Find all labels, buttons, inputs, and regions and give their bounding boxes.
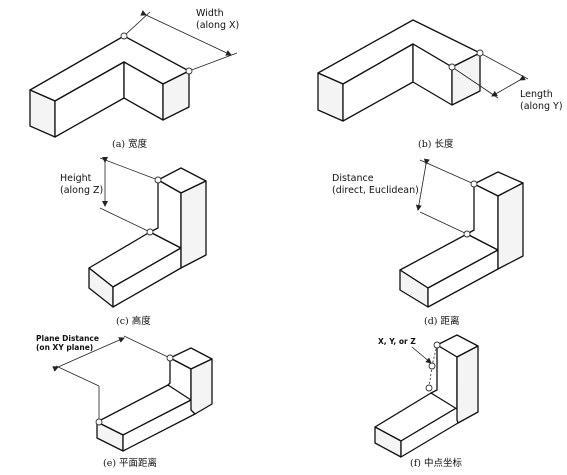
label-line-1: Height [60, 173, 92, 184]
label-line-1: Distance [332, 173, 374, 184]
label-line-1: X, Y, or Z [378, 337, 416, 346]
measure-point [120, 32, 128, 40]
measure-point [463, 230, 471, 238]
caption-d: (d) 距离 [424, 315, 460, 327]
caption-e: (e) 平面距离 [103, 457, 157, 469]
label-line-1: Plane Distance [36, 334, 99, 343]
measure-point [146, 228, 154, 236]
length-dimension: Length (along Y) [448, 49, 563, 112]
l-shape-a [29, 35, 190, 138]
panel-f: X, Y, or Z (f) 中点坐标 [374, 334, 479, 469]
l-shape-d [399, 171, 524, 308]
panel-c: Height (along Z) (c) 高度 [60, 157, 207, 327]
measure-point [470, 180, 478, 188]
panel-b: Length (along Y) (b) 长度 [317, 19, 563, 150]
width-dimension: Width (along X) [120, 8, 239, 75]
caption-f: (f) 中点坐标 [410, 457, 462, 469]
label-line-2: (along Z) [60, 185, 103, 196]
label-line-1: Width [196, 8, 224, 19]
panel-a: Width (along X) (a) 宽度 [29, 8, 239, 150]
measure-point [476, 49, 484, 57]
plane-distance-dimension: Plane Distance (on XY plane) [36, 334, 174, 426]
l-shape-b [317, 19, 481, 122]
l-shape-e [96, 347, 213, 452]
panel-d: Distance (direct, Euclidean) (d) 距离 [332, 158, 524, 327]
midpoint-dimension: X, Y, or Z [378, 337, 441, 392]
label-line-2: (along Y) [520, 101, 563, 112]
panel-e: Plane Distance (on XY plane) (e) 平面距离 [36, 334, 213, 469]
measure-point [448, 63, 456, 71]
label-line-2: (direct, Euclidean) [332, 185, 419, 196]
caption-c: (c) 高度 [116, 315, 151, 327]
label-line-2: (on XY plane) [36, 343, 93, 352]
caption-b: (b) 长度 [418, 138, 454, 150]
label-line-2: (along X) [196, 20, 239, 31]
height-dimension: Height (along Z) [60, 157, 162, 236]
midpoint [428, 362, 436, 370]
measure-point [154, 176, 162, 184]
measure-point [166, 354, 174, 362]
distance-dimension: Distance (direct, Euclidean) [332, 158, 478, 238]
measure-point [95, 418, 103, 426]
measure-point [433, 341, 441, 349]
l-shape-c [88, 167, 207, 308]
l-shape-f [374, 334, 479, 458]
label-line-1: Length [520, 89, 553, 100]
caption-a: (a) 宽度 [112, 138, 148, 150]
measure-point [425, 384, 433, 392]
measure-point [185, 67, 193, 75]
